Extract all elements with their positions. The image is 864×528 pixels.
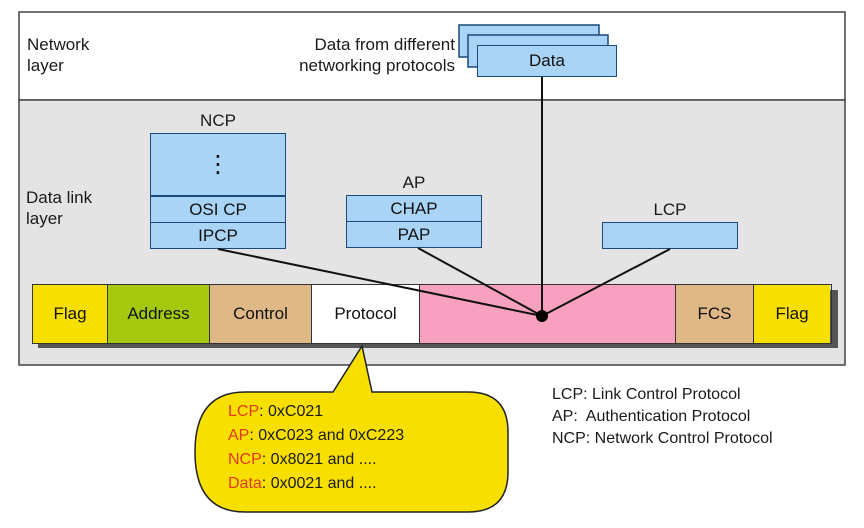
callout-key: LCP [228, 403, 260, 420]
frame-field-label: FCS [697, 304, 732, 323]
connector-pap-to-payload [417, 247, 543, 317]
ap-title: AP [402, 173, 426, 192]
frame-field-label: Address [127, 304, 190, 323]
data-link-layer-label: Data link layer [26, 187, 92, 229]
callout-value: : 0x0021 and .... [261, 475, 377, 492]
callout-line-lcp: LCP: 0xC021 [228, 400, 404, 424]
data-caption-line2: networking protocols [299, 56, 455, 75]
callout-line-ap: AP: 0xC023 and 0xC223 [228, 424, 404, 448]
frame-field-flag-start: Flag [33, 285, 108, 343]
pap-label: PAP [397, 224, 431, 244]
connector-lcp-to-payload [541, 248, 671, 317]
callout-value: : 0x8021 and .... [261, 451, 377, 468]
legend: LCP: Link Control Protocol AP: Authentic… [552, 384, 773, 450]
chap-label: CHAP [390, 198, 438, 218]
legend-item-ncp: NCP: Network Control Protocol [552, 430, 773, 447]
protocol-callout-text: LCP: 0xC021 AP: 0xC023 and 0xC223 NCP: 0… [228, 400, 404, 496]
data-caption: Data from different networking protocols [250, 34, 455, 76]
osi-cp-label: OSI CP [189, 199, 247, 219]
frame-field-protocol: Protocol [312, 285, 420, 343]
legend-item-lcp: LCP: Link Control Protocol [552, 386, 741, 403]
callout-value: : 0xC023 and 0xC223 [249, 427, 405, 444]
pap-box: PAP [346, 221, 482, 248]
data-box: Data [477, 45, 617, 77]
frame-field-label: Protocol [334, 304, 397, 323]
data-link-layer-label-line2: layer [26, 209, 63, 228]
data-caption-line1: Data from different [314, 35, 455, 54]
connector-ipcp-to-payload [217, 248, 543, 317]
callout-key: AP [228, 427, 250, 444]
osi-cp-box: OSI CP [150, 196, 286, 223]
callout-line-data: Data: 0x0021 and .... [228, 472, 404, 496]
frame-field-label: Flag [775, 304, 809, 323]
ncp-more-box: ⋮ [150, 133, 286, 196]
lcp-title: LCP [653, 200, 687, 219]
ncp-title: NCP [200, 111, 236, 130]
frame-field-control: Control [210, 285, 312, 343]
network-layer-label-line2: layer [27, 56, 64, 75]
chap-box: CHAP [346, 195, 482, 222]
network-layer-label: Network layer [27, 34, 89, 76]
callout-key: NCP [228, 451, 262, 468]
ipcp-label: IPCP [198, 225, 238, 245]
lcp-box [602, 222, 738, 249]
frame-field-label: Flag [53, 304, 87, 323]
network-layer-panel [18, 11, 846, 101]
legend-item-ap: AP: Authentication Protocol [552, 408, 751, 425]
protocol-callout-bubble [194, 344, 509, 513]
callout-value: : 0xC021 [259, 403, 324, 420]
frame-field-flag-end: Flag [754, 285, 830, 343]
callout-key: Data [228, 475, 262, 492]
frame-field-payload [420, 285, 676, 343]
data-link-layer-label-line1: Data link [26, 188, 93, 207]
ipcp-box: IPCP [150, 222, 286, 249]
frame-field-address: Address [108, 285, 210, 343]
ncp-ellipsis-icon: ⋮ [206, 150, 230, 178]
frame-field-label: Control [233, 304, 288, 323]
network-layer-label-line1: Network [27, 35, 90, 54]
callout-line-ncp: NCP: 0x8021 and .... [228, 448, 404, 472]
ppp-frame: Flag Address Control Protocol FCS Flag [32, 284, 832, 344]
frame-field-fcs: FCS [676, 285, 754, 343]
connector-junction-dot [536, 310, 548, 322]
data-box-label: Data [529, 51, 565, 70]
